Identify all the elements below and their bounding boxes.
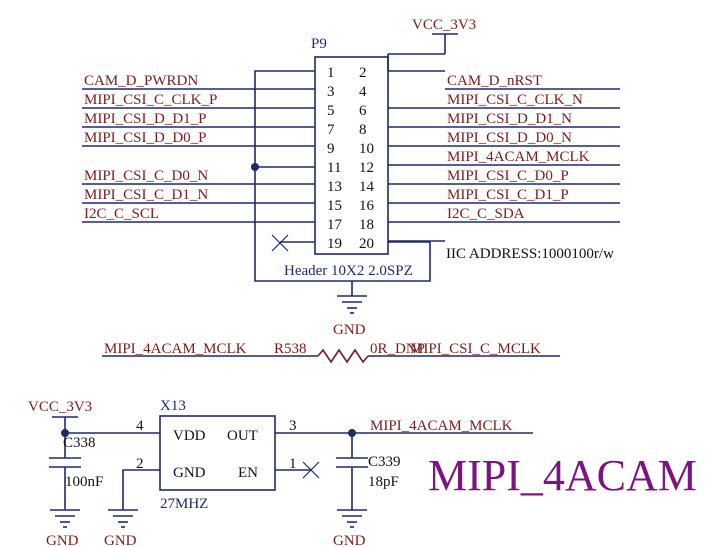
x13-pin-gnd: GND [173, 465, 206, 481]
x13-pin-en: EN [238, 465, 258, 481]
gnd-x13-label: GND [104, 533, 137, 547]
header-pin-number: 2 [359, 65, 367, 81]
r538-right-net: MIPI_CSI_C_MCLK [410, 341, 541, 357]
x13-pin-vdd: VDD [173, 428, 206, 444]
header-pin-number: 8 [359, 122, 367, 138]
gnd-header-label: GND [333, 322, 366, 338]
c338-refdes: C338 [63, 435, 96, 451]
header-body [314, 56, 389, 255]
vcc-top-symbol: VCC_3V3 [387, 17, 476, 71]
gnd-x13: GND [104, 509, 138, 547]
header-pin-number: 3 [327, 84, 335, 100]
header-iic-note: IIC ADDRESS:1000100r/w [446, 246, 614, 262]
header-right-net-label: MIPI_CSI_D_D1_N [447, 111, 572, 127]
header-pin-number: 1 [327, 65, 335, 81]
header-value: Header 10X2 2.0SPZ [284, 263, 413, 279]
header-pin-number: 5 [327, 103, 335, 119]
sheet-title: MIPI_4ACAM [428, 451, 697, 500]
header-right-net-label: MIPI_CSI_C_D0_P [447, 168, 569, 184]
x13-pin-out: OUT [227, 428, 258, 444]
header-right-net-label: I2C_C_SDA [447, 206, 525, 222]
header-p9: P9 Header 10X2 2.0SPZ IIC ADDRESS:100010… [284, 36, 614, 279]
capacitor-c338: C338 100nF [49, 435, 103, 510]
header-right-net-label: MIPI_CSI_D_D0_N [447, 130, 572, 146]
vcc-left-label: VCC_3V3 [28, 399, 92, 415]
header-pin-number: 6 [359, 103, 367, 119]
header-pin-number: 11 [327, 160, 341, 176]
gnd-c339-label: GND [333, 533, 366, 547]
x13-output-net: MIPI_4ACAM_MCLK [370, 418, 513, 434]
header-refdes: P9 [311, 36, 327, 52]
gnd-c339: GND [333, 509, 367, 547]
header-pin-number: 7 [327, 122, 335, 138]
c339-refdes: C339 [368, 454, 401, 470]
header-right-net-label: MIPI_CSI_C_D1_P [447, 187, 569, 203]
header-left-net-label: CAM_D_PWRDN [84, 73, 198, 89]
vcc-top-label: VCC_3V3 [412, 17, 476, 33]
gnd-c338: GND [46, 509, 80, 547]
header-pin-number: 19 [327, 236, 342, 252]
header-pin-number: 16 [359, 198, 375, 214]
r538-value: 0R_DNP [370, 341, 425, 357]
x13-pin2-num: 2 [136, 456, 144, 472]
gnd-c338-label: GND [46, 533, 79, 547]
x13-value: 27MHZ [160, 496, 208, 512]
header-pin-number: 17 [327, 217, 343, 233]
header-pin-number: 18 [359, 217, 374, 233]
header-right-net-label: MIPI_4ACAM_MCLK [447, 149, 590, 165]
x13-refdes: X13 [160, 398, 186, 414]
oscillator-x13: X13 27MHZ VDD OUT GND EN 4 3 2 1 MIPI_4A… [65, 398, 533, 512]
r538-left-net: MIPI_4ACAM_MCLK [104, 341, 247, 357]
header-pin-number: 12 [359, 160, 374, 176]
header-left-net-label: MIPI_CSI_D_D1_P [84, 111, 207, 127]
header-pin-number: 15 [327, 198, 342, 214]
vcc-left-symbol: VCC_3V3 [28, 399, 92, 458]
c338-value: 100nF [65, 474, 103, 490]
header-pin-number: 4 [359, 84, 367, 100]
junction-dot [251, 163, 259, 171]
header-left-net-label: MIPI_CSI_C_D1_N [84, 187, 208, 203]
x13-pin3-num: 3 [289, 418, 297, 434]
header-right-net-label: MIPI_CSI_C_CLK_N [447, 92, 583, 108]
header-ground-frame: GND [251, 70, 431, 338]
r538-refdes: R538 [274, 341, 307, 357]
pin19-no-connect [271, 234, 315, 252]
header-left-net-label: MIPI_CSI_D_D0_P [84, 130, 207, 146]
header-right-net-label: CAM_D_nRST [447, 73, 542, 89]
header-pin-number: 20 [359, 236, 374, 252]
header-left-net-label: MIPI_CSI_C_CLK_P [84, 92, 217, 108]
header-pin-number: 9 [327, 141, 335, 157]
header-left-net-label: MIPI_CSI_C_D0_N [84, 168, 208, 184]
capacitor-c339: C339 18pF [336, 429, 401, 510]
header-pin-number: 14 [359, 179, 375, 195]
header-pin-number: 13 [327, 179, 342, 195]
header-pin-number: 10 [359, 141, 374, 157]
header-left-net-label: I2C_C_SCL [84, 206, 159, 222]
c339-value: 18pF [368, 474, 399, 490]
x13-pin4-num: 4 [136, 418, 144, 434]
x13-pin1-num: 1 [289, 456, 297, 472]
resistor-r538: MIPI_4ACAM_MCLK R538 0R_DNP MIPI_CSI_C_M… [102, 341, 560, 364]
